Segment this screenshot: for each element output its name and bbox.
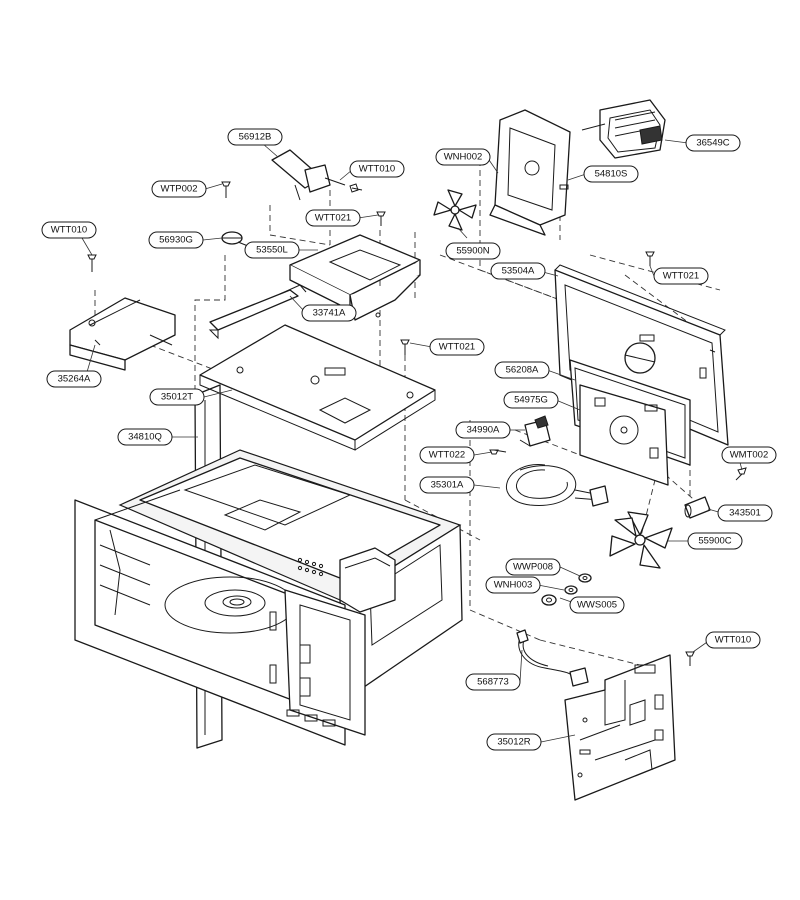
svg-text:35264A: 35264A xyxy=(58,374,91,385)
svg-text:WWS005: WWS005 xyxy=(577,600,617,611)
callout-56912B: 56912B xyxy=(227,128,283,146)
svg-text:53504A: 53504A xyxy=(502,266,535,277)
callout-WTT022: WTT022 xyxy=(419,446,475,464)
svg-text:54810S: 54810S xyxy=(595,169,628,180)
callout-55900C: 55900C xyxy=(687,532,743,550)
svg-text:35012R: 35012R xyxy=(497,737,530,748)
svg-text:343501: 343501 xyxy=(729,508,761,519)
svg-text:WMT002: WMT002 xyxy=(730,450,769,461)
svg-text:34990A: 34990A xyxy=(467,425,500,436)
svg-text:34810Q: 34810Q xyxy=(128,432,162,443)
svg-text:WTT022: WTT022 xyxy=(429,450,465,461)
callout-WTT010-left: WTT010 xyxy=(41,221,97,239)
callout-35301A: 35301A xyxy=(419,476,475,494)
fan-motor-36549C xyxy=(581,99,666,159)
svg-text:568773: 568773 xyxy=(477,677,509,688)
callout-54810S: 54810S xyxy=(583,165,639,183)
callout-568773: 568773 xyxy=(465,673,521,691)
callout-56930G: 56930G xyxy=(148,231,204,249)
svg-text:WTT010: WTT010 xyxy=(715,635,751,646)
wire-harness-568773 xyxy=(516,629,589,687)
callout-53504A: 53504A xyxy=(490,262,546,280)
switch-34990A xyxy=(519,415,551,447)
svg-text:WNH003: WNH003 xyxy=(494,580,533,591)
svg-text:WTT021: WTT021 xyxy=(315,213,351,224)
svg-text:55900C: 55900C xyxy=(698,536,731,547)
callout-34990A: 34990A xyxy=(455,421,511,439)
callout-WNH002: WNH002 xyxy=(435,148,491,166)
callout-35012T: 35012T xyxy=(149,388,205,406)
callout-WNH003: WNH003 xyxy=(485,576,541,594)
svg-text:WTT010: WTT010 xyxy=(51,225,87,236)
svg-text:56930G: 56930G xyxy=(159,235,193,246)
svg-text:WNH002: WNH002 xyxy=(444,152,483,163)
svg-text:54975G: 54975G xyxy=(514,395,548,406)
svg-text:WTT021: WTT021 xyxy=(663,271,699,282)
svg-text:33741A: 33741A xyxy=(313,308,346,319)
callout-53550L: 53550L xyxy=(244,241,300,259)
svg-text:55900N: 55900N xyxy=(456,246,489,257)
callout-WTT021-a: WTT021 xyxy=(305,209,361,227)
callout-35264A: 35264A xyxy=(46,370,102,388)
motor-bracket-54810S xyxy=(489,109,571,236)
callout-labels: 56912B WTT010 WTP002 WTT021 56930G 53550… xyxy=(41,128,777,751)
svg-text:WTT021: WTT021 xyxy=(439,342,475,353)
fuse-56912B xyxy=(271,149,346,201)
svg-text:56208A: 56208A xyxy=(506,365,539,376)
callout-33741A: 33741A xyxy=(301,304,357,322)
callout-WTT021-c: WTT021 xyxy=(653,267,709,285)
svg-text:56912B: 56912B xyxy=(239,132,272,143)
thermostat-56930G xyxy=(221,231,249,247)
heater-35301A xyxy=(505,464,609,507)
callout-WMT002: WMT002 xyxy=(721,446,777,464)
inner-plate-56208A xyxy=(569,359,691,486)
svg-text:35012T: 35012T xyxy=(161,392,193,403)
callout-WTP002: WTP002 xyxy=(151,180,207,198)
callout-35012R: 35012R xyxy=(486,733,542,751)
fan-blade-55900C xyxy=(609,511,673,569)
washers xyxy=(541,573,592,606)
bracket-33741A xyxy=(208,284,307,340)
svg-text:WTT010: WTT010 xyxy=(359,164,395,175)
svg-text:WTP002: WTP002 xyxy=(161,184,198,195)
callout-WWS005: WWS005 xyxy=(569,596,625,614)
callout-56208A: 56208A xyxy=(494,361,550,379)
svg-text:WWP008: WWP008 xyxy=(513,562,553,573)
callout-WTT010-top: WTT010 xyxy=(349,160,405,178)
callout-55900N: 55900N xyxy=(445,242,501,260)
svg-text:53550L: 53550L xyxy=(256,245,288,256)
cover-35264A xyxy=(69,297,176,371)
callout-34810Q: 34810Q xyxy=(117,428,173,446)
svg-text:36549C: 36549C xyxy=(696,138,729,149)
callout-343501: 343501 xyxy=(717,504,773,522)
callout-WWP008: WWP008 xyxy=(505,558,561,576)
callout-54975G: 54975G xyxy=(503,391,559,409)
callout-36549C: 36549C xyxy=(685,134,741,152)
callout-WTT021-b: WTT021 xyxy=(429,338,485,356)
fan-blade-55900N xyxy=(433,189,477,231)
screws xyxy=(87,181,747,666)
svg-text:35301A: 35301A xyxy=(431,480,464,491)
bushing-343501 xyxy=(684,496,711,519)
rear-bracket-35012R xyxy=(564,654,676,801)
top-plate-35012T xyxy=(199,324,436,451)
oven-cavity xyxy=(74,449,463,746)
callout-WTT010-right: WTT010 xyxy=(705,631,761,649)
